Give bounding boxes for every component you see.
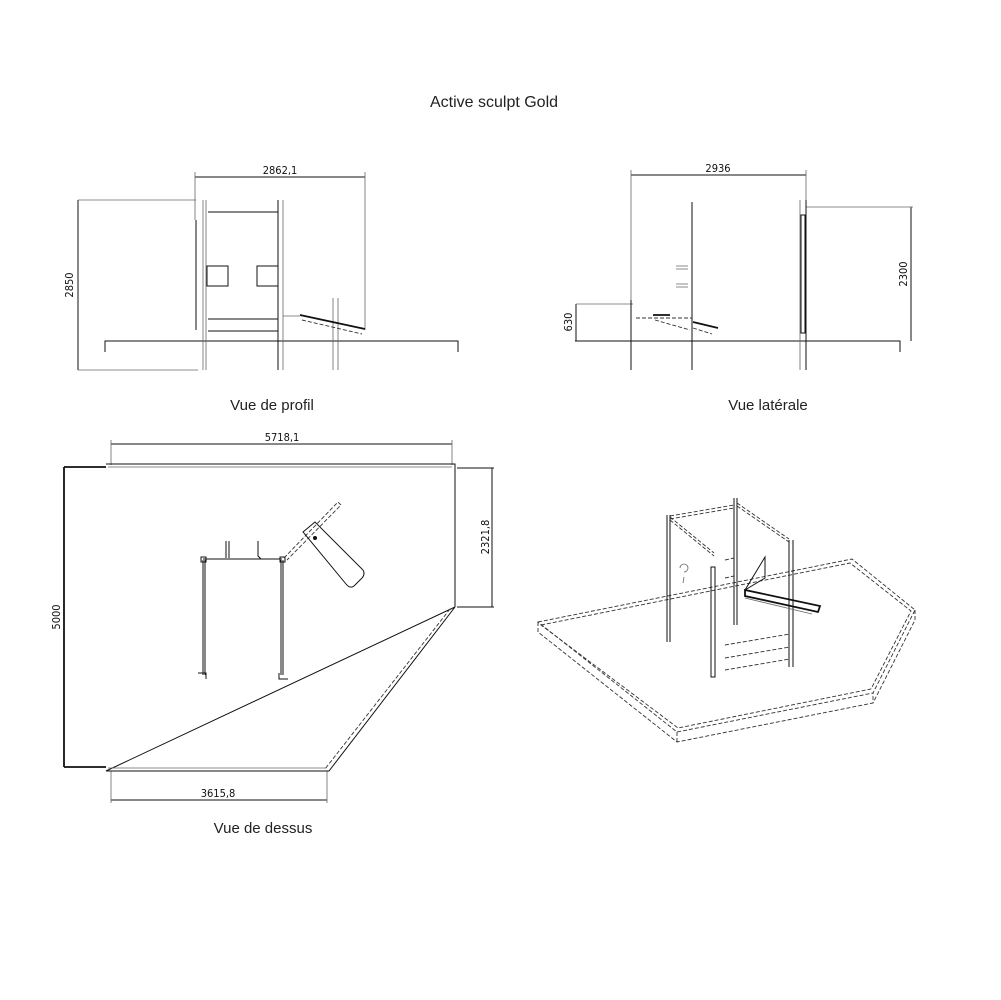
profile-view: 2862,1 2850 Vue de profil: [63, 164, 459, 414]
ground-line: [575, 340, 901, 352]
top-height-dimension: 5000: [50, 604, 63, 629]
profile-caption: Vue de profil: [230, 397, 314, 414]
profile-width-dimension: 2862,1: [263, 164, 298, 177]
side-height-dimension: 2300: [897, 261, 910, 286]
profile-height-dimension: 2850: [63, 272, 76, 297]
top-caption: Vue de dessus: [214, 820, 313, 837]
top-view: 5718,1 5000 2321,8 3615,8 Vue d: [50, 431, 494, 837]
drawing-title: Active sculpt Gold: [430, 94, 558, 111]
bench: [299, 314, 366, 330]
platform-iso: [536, 558, 916, 733]
bench-top: [302, 521, 365, 588]
bench-height-dimension: 630: [562, 313, 575, 332]
isometric-view: [536, 498, 916, 743]
platform-outline: [105, 463, 456, 772]
bench-iso: [744, 588, 822, 614]
side-view: 2936 2300 630 Vue latérale: [562, 162, 913, 414]
top-side-dimension: 2321,8: [479, 520, 492, 555]
side-width-dimension: 2936: [705, 162, 730, 175]
top-width-dimension: 5718,1: [265, 431, 300, 444]
ground-slab: [104, 340, 459, 352]
side-caption: Vue latérale: [728, 397, 808, 414]
top-bottom-dimension: 3615,8: [201, 787, 236, 800]
